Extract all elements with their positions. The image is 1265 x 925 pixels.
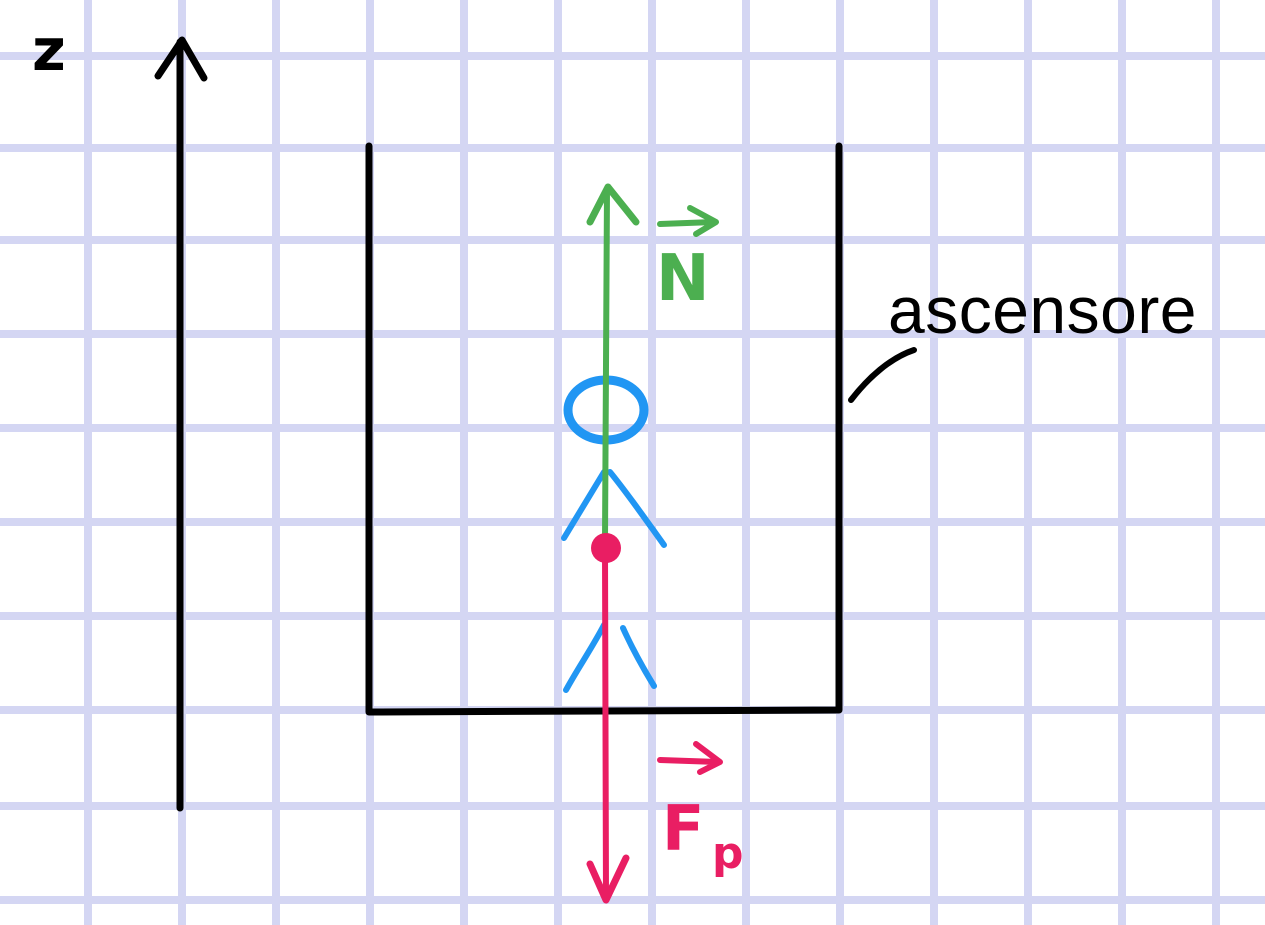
person-right-leg: [620, 625, 657, 689]
weight-force-arrowhead: [586, 854, 630, 904]
z-axis-label: z: [32, 16, 66, 84]
normal-force-line: [602, 187, 610, 543]
person-right-arm: [607, 469, 667, 548]
normal-force-label-arrow: [657, 205, 719, 237]
weight-force-vector: [586, 549, 723, 904]
normal-force-label: N: [656, 242, 710, 316]
normal-force-arrowhead: [586, 183, 640, 226]
weight-force-subscript: p: [712, 828, 744, 879]
z-axis: [154, 36, 208, 812]
person-left-leg: [563, 622, 607, 693]
weight-force-label-arrow: [657, 741, 723, 775]
weight-force-label: F: [662, 792, 704, 865]
normal-force-vector: [586, 183, 719, 543]
elevator-label: ascensore: [888, 273, 1198, 347]
center-of-mass-point: [591, 533, 621, 563]
weight-force-line: [602, 549, 609, 903]
z-axis-arrowhead: [154, 36, 208, 82]
person-left-arm: [561, 469, 607, 541]
elevator-leader-line: [848, 347, 917, 403]
